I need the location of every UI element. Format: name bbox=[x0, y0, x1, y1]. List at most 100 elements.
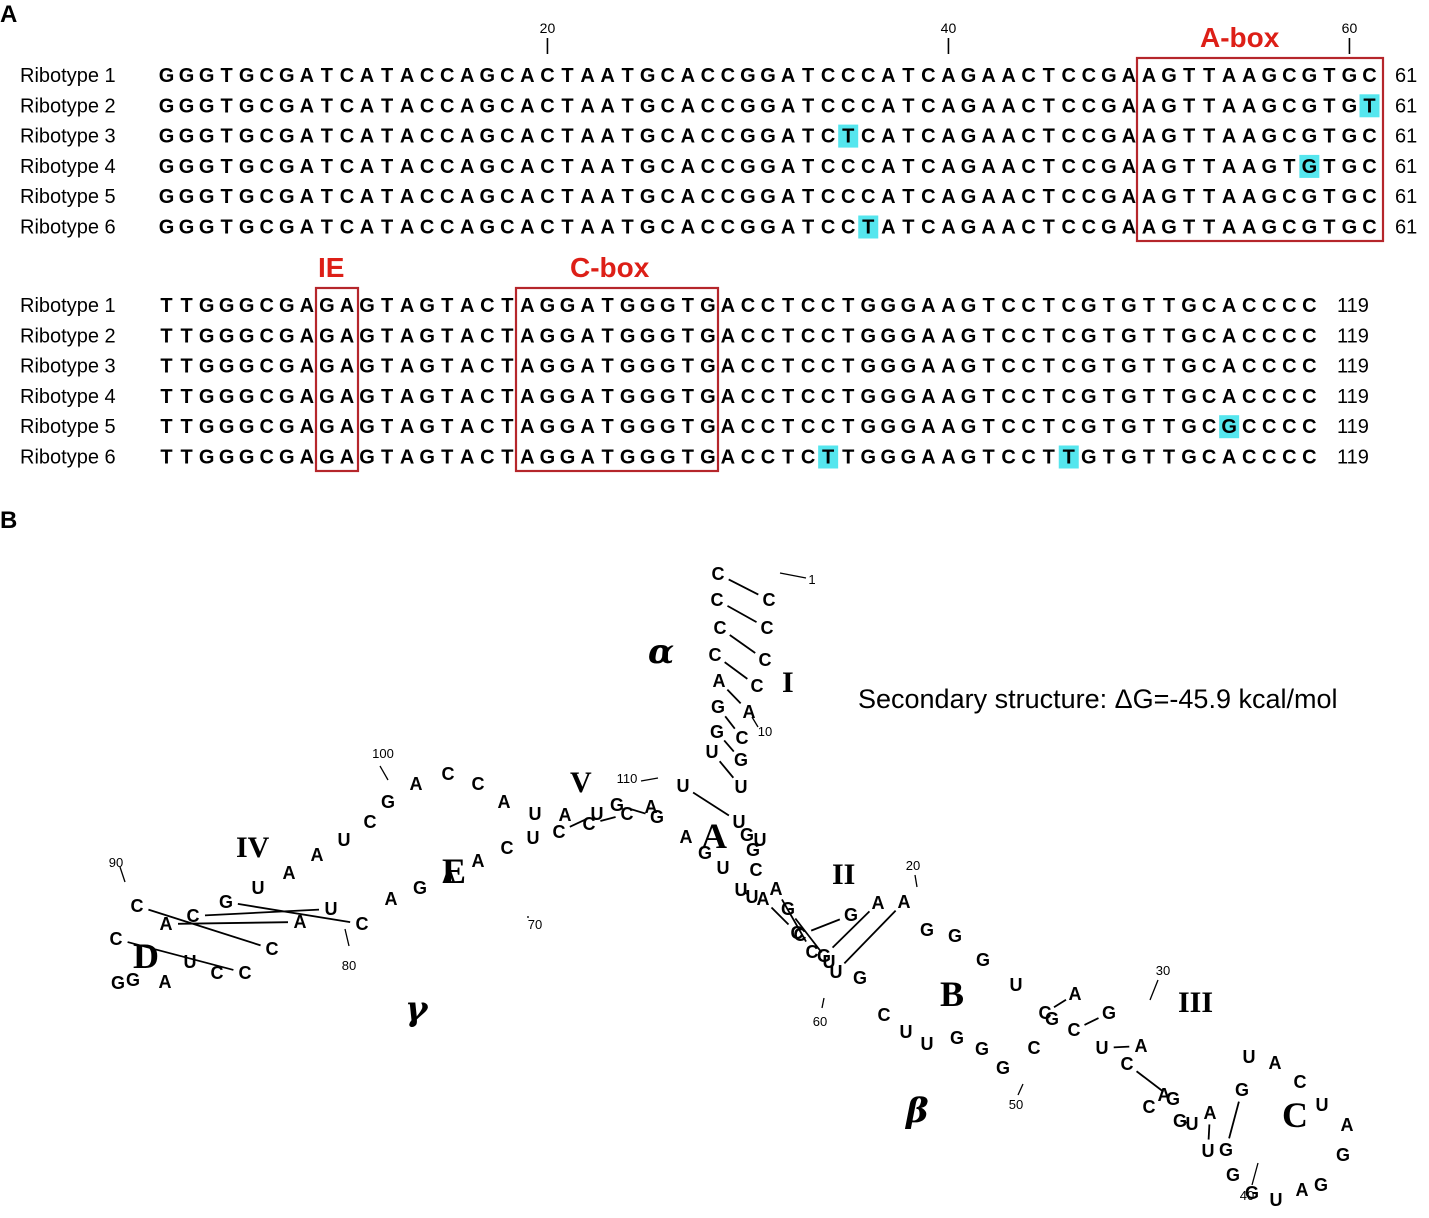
sequence-base: C bbox=[340, 217, 354, 239]
sequence-base: G bbox=[1302, 156, 1318, 178]
nucleotide: G bbox=[1235, 1080, 1249, 1100]
sequence-base: A bbox=[520, 186, 534, 208]
sequence-base: A bbox=[460, 325, 474, 347]
sequence-base: C bbox=[741, 386, 755, 408]
sequence-base: A bbox=[941, 126, 955, 148]
sequence-base: G bbox=[660, 295, 676, 317]
sequence-base: C bbox=[260, 356, 274, 378]
sequence-base: G bbox=[279, 186, 295, 208]
sequence-base: A bbox=[881, 217, 895, 239]
base-pair-bond bbox=[1228, 1101, 1240, 1139]
sequence-base: A bbox=[1222, 295, 1236, 317]
sequence-base: A bbox=[400, 156, 414, 178]
sequence-base: G bbox=[279, 217, 295, 239]
sequence-base: T bbox=[682, 356, 694, 378]
sequence-base: C bbox=[1062, 386, 1076, 408]
sequence-base: A bbox=[520, 325, 534, 347]
sequence-base: T bbox=[1163, 386, 1175, 408]
sequence-base: C bbox=[1282, 126, 1296, 148]
sequence-base: G bbox=[279, 126, 295, 148]
nucleotide: A bbox=[1204, 1103, 1217, 1123]
sequence-base: G bbox=[279, 325, 295, 347]
sequence-base: A bbox=[520, 156, 534, 178]
sequence-base: C bbox=[260, 65, 274, 87]
sequence-base: A bbox=[941, 65, 955, 87]
sequence-base: T bbox=[381, 186, 393, 208]
sequence-base: C bbox=[821, 325, 835, 347]
nucleotide: G bbox=[126, 970, 140, 990]
sequence-base: T bbox=[622, 126, 634, 148]
sequence-base: C bbox=[260, 126, 274, 148]
sequence-base: G bbox=[279, 65, 295, 87]
sequence-base: T bbox=[622, 95, 634, 117]
alignment-tick-label: 40 bbox=[941, 20, 957, 36]
sequence-base: T bbox=[381, 126, 393, 148]
sequence-base: T bbox=[1183, 156, 1195, 178]
sequence-base: A bbox=[460, 65, 474, 87]
nucleotide: G bbox=[610, 795, 624, 815]
sequence-base: T bbox=[321, 186, 333, 208]
sequence-base: A bbox=[881, 156, 895, 178]
nucleotide: C bbox=[714, 618, 727, 638]
sequence-base: G bbox=[480, 65, 496, 87]
sequence-base: C bbox=[480, 325, 494, 347]
sequence-base: G bbox=[640, 325, 656, 347]
nucleotide: C bbox=[1143, 1097, 1156, 1117]
sequence-base: C bbox=[1362, 65, 1376, 87]
sequence-base: T bbox=[381, 295, 393, 317]
sequence-base: C bbox=[1001, 386, 1015, 408]
variant-highlight bbox=[1299, 154, 1320, 178]
sequence-base: A bbox=[1122, 186, 1136, 208]
sequence-base: T bbox=[180, 325, 192, 347]
sequence-end-position: 61 bbox=[1395, 95, 1417, 117]
sequence-base: C bbox=[1282, 386, 1296, 408]
nucleotide: C bbox=[736, 728, 749, 748]
sequence-base: C bbox=[1242, 325, 1256, 347]
sequence-base: C bbox=[420, 186, 434, 208]
ribotype-label: Ribotype 4 bbox=[20, 386, 116, 408]
nucleotide: C bbox=[751, 676, 764, 696]
sequence-base: T bbox=[1143, 416, 1155, 438]
base-pair-bond bbox=[729, 634, 756, 654]
sequence-base: C bbox=[1282, 356, 1296, 378]
sequence-base: G bbox=[961, 217, 977, 239]
nucleotide: U bbox=[735, 880, 748, 900]
sequence-base: G bbox=[700, 447, 716, 469]
sequence-base: G bbox=[1342, 65, 1358, 87]
sequence-base: A bbox=[460, 447, 474, 469]
nucleotide: C bbox=[759, 650, 772, 670]
sequence-base: A bbox=[1222, 126, 1236, 148]
nucleotide: A bbox=[160, 914, 173, 934]
sequence-base: T bbox=[1163, 416, 1175, 438]
base-pair-bond bbox=[718, 760, 735, 779]
sequence-base: A bbox=[941, 416, 955, 438]
sequence-base: G bbox=[620, 416, 636, 438]
sequence-end-position: 119 bbox=[1337, 295, 1369, 317]
sequence-base: G bbox=[219, 356, 235, 378]
sequence-base: A bbox=[580, 386, 594, 408]
nucleotide: U bbox=[1243, 1047, 1256, 1067]
sequence-base: G bbox=[1101, 217, 1117, 239]
sequence-base: C bbox=[861, 95, 875, 117]
sequence-base: A bbox=[721, 356, 735, 378]
sequence-base: G bbox=[319, 325, 335, 347]
sequence-base: C bbox=[540, 95, 554, 117]
nucleotide: C bbox=[553, 822, 566, 842]
sequence-base: T bbox=[902, 217, 914, 239]
nucleotide: G bbox=[746, 840, 760, 860]
nucleotide: A bbox=[294, 912, 307, 932]
sequence-base: T bbox=[160, 447, 172, 469]
nucleotide: U bbox=[325, 899, 338, 919]
sequence-base: T bbox=[561, 95, 573, 117]
helix-label-iii: III bbox=[1178, 986, 1213, 1019]
sequence-base: C bbox=[861, 156, 875, 178]
sequence-base: A bbox=[360, 65, 374, 87]
sequence-base: C bbox=[1302, 386, 1316, 408]
sequence-base: G bbox=[700, 325, 716, 347]
sequence-base: G bbox=[1181, 295, 1197, 317]
base-pair-bond bbox=[1136, 1070, 1164, 1093]
sequence-base: C bbox=[1082, 95, 1096, 117]
nucleotide: C bbox=[131, 896, 144, 916]
sequence-base: G bbox=[540, 295, 556, 317]
